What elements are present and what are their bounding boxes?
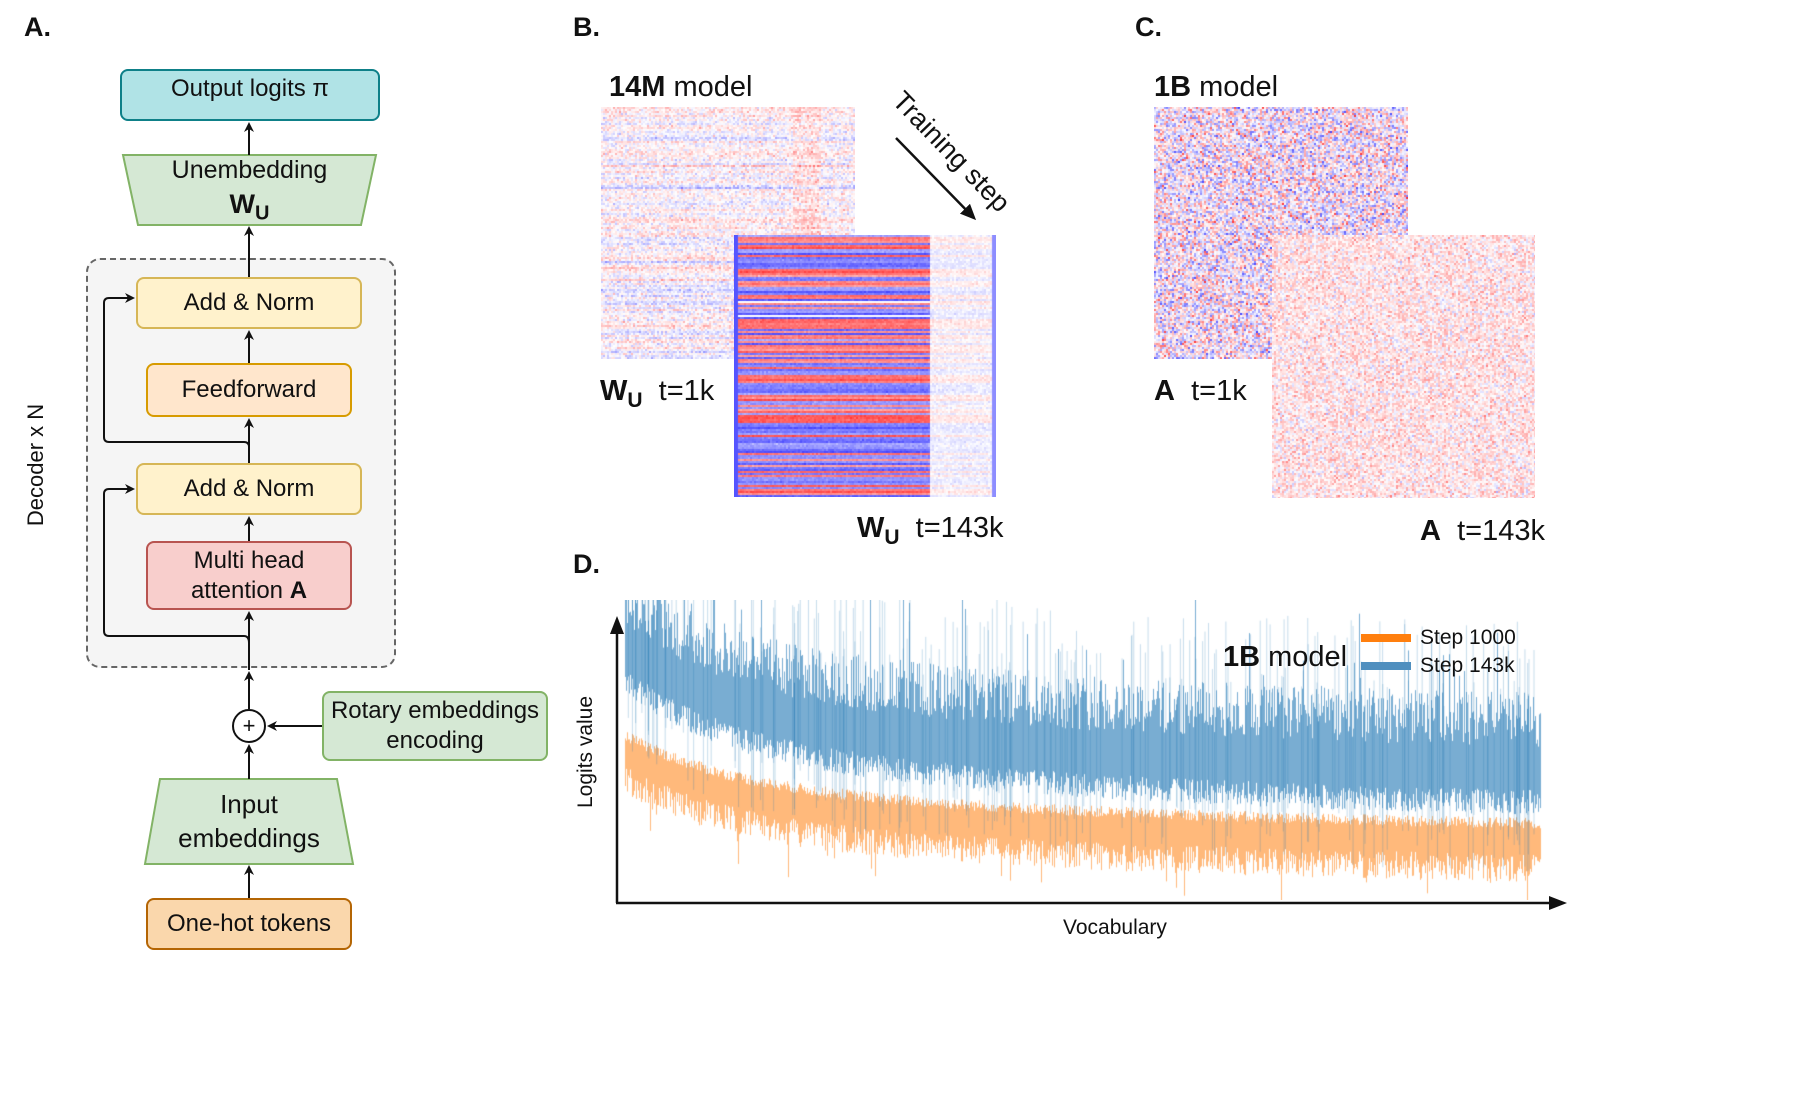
heatmap-wu-late bbox=[734, 235, 996, 497]
attention-label-line1: Multi head bbox=[193, 546, 305, 574]
output-logits-box: Output logits π bbox=[120, 69, 380, 121]
panel-label-c: C. bbox=[1135, 12, 1162, 42]
label-wu-early-time: t=1k bbox=[658, 375, 715, 407]
label-wu-early-sub: U bbox=[627, 388, 643, 412]
label-a-early-symbol: A bbox=[1154, 375, 1175, 407]
panel-label-a: A. bbox=[24, 12, 51, 42]
input-label-line1: Input bbox=[220, 789, 278, 820]
panel-b-title: 14M model bbox=[609, 71, 752, 104]
legend-swatch-step-143k bbox=[1361, 662, 1411, 670]
input-embeddings-shape bbox=[143, 778, 355, 865]
plus-circle: + bbox=[232, 709, 266, 743]
output-logits-label: Output logits π bbox=[171, 75, 329, 102]
attention-box: Multi head attention A bbox=[146, 541, 352, 610]
unembedding-label: Unembedding bbox=[171, 156, 328, 185]
label-wu-late-time: t=143k bbox=[915, 512, 1004, 544]
add-norm-top-box: Add & Norm bbox=[136, 277, 362, 329]
label-a-early-time: t=1k bbox=[1191, 375, 1247, 407]
unembedding-subscript: U bbox=[255, 201, 270, 224]
panel-label-b: B. bbox=[573, 12, 600, 42]
label-a-late: A t=143k bbox=[1420, 515, 1545, 548]
label-a-late-time: t=143k bbox=[1457, 515, 1545, 547]
x-axis-label: Vocabulary bbox=[1063, 916, 1167, 939]
label-a-early: A t=1k bbox=[1154, 375, 1247, 408]
rotary-label-line2: encoding bbox=[386, 727, 484, 754]
label-wu-late-symbol: W bbox=[857, 512, 885, 544]
panel-b-title-bold: 14M bbox=[609, 71, 666, 103]
add-norm-top-label: Add & Norm bbox=[183, 289, 315, 316]
legend-label-step-1000: Step 1000 bbox=[1420, 626, 1516, 649]
plus-symbol: + bbox=[242, 713, 256, 738]
attention-symbol: A bbox=[289, 576, 308, 604]
label-wu-early-symbol: W bbox=[600, 375, 628, 407]
input-embeddings-text: Input embeddings bbox=[145, 781, 353, 863]
panel-label-d: D. bbox=[573, 549, 600, 579]
onehot-box: One-hot tokens bbox=[146, 898, 352, 950]
add-norm-bottom-box: Add & Norm bbox=[136, 463, 362, 515]
residual-bottom bbox=[103, 484, 250, 644]
panel-c-title-rest: model bbox=[1191, 71, 1279, 103]
feedforward-box: Feedforward bbox=[146, 363, 352, 417]
heatmap-a-late bbox=[1272, 235, 1535, 498]
input-label-line2: embeddings bbox=[178, 823, 320, 853]
feedforward-label: Feedforward bbox=[181, 376, 317, 403]
unembedding-shape bbox=[121, 154, 378, 226]
panel-c-title-bold: 1B bbox=[1154, 71, 1192, 103]
attention-label-word: attention bbox=[190, 576, 284, 604]
label-wu-late: WU t=143k bbox=[857, 512, 1004, 550]
unembedding-symbol: W bbox=[229, 188, 256, 219]
unembedding-text: Unembedding WU bbox=[123, 155, 376, 225]
add-norm-bottom-label: Add & Norm bbox=[183, 475, 315, 502]
residual-top bbox=[103, 293, 250, 461]
label-wu-early: WU t=1k bbox=[600, 375, 714, 413]
panel-d-title-bold: 1B bbox=[1223, 641, 1261, 673]
label-wu-late-sub: U bbox=[884, 525, 900, 549]
rotary-label-line1: Rotary embeddings bbox=[330, 697, 540, 724]
rotary-box: Rotary embeddings encoding bbox=[322, 691, 548, 761]
logits-plot bbox=[617, 600, 1547, 900]
unembedding-matrix: WU bbox=[230, 187, 270, 226]
panel-c-title: 1B model bbox=[1154, 71, 1278, 104]
panel-b-title-rest: model bbox=[665, 71, 753, 103]
label-a-late-symbol: A bbox=[1420, 515, 1441, 547]
y-axis-label: Logits value bbox=[574, 695, 597, 809]
panel-d-title-rest: model bbox=[1260, 641, 1348, 673]
legend-swatch-step-1000 bbox=[1361, 634, 1411, 642]
onehot-label: One-hot tokens bbox=[166, 910, 332, 937]
panel-d-title: 1B model bbox=[1223, 641, 1347, 674]
legend-label-step-143k: Step 143k bbox=[1420, 654, 1515, 677]
attention-label-line2: attention A bbox=[191, 576, 307, 606]
